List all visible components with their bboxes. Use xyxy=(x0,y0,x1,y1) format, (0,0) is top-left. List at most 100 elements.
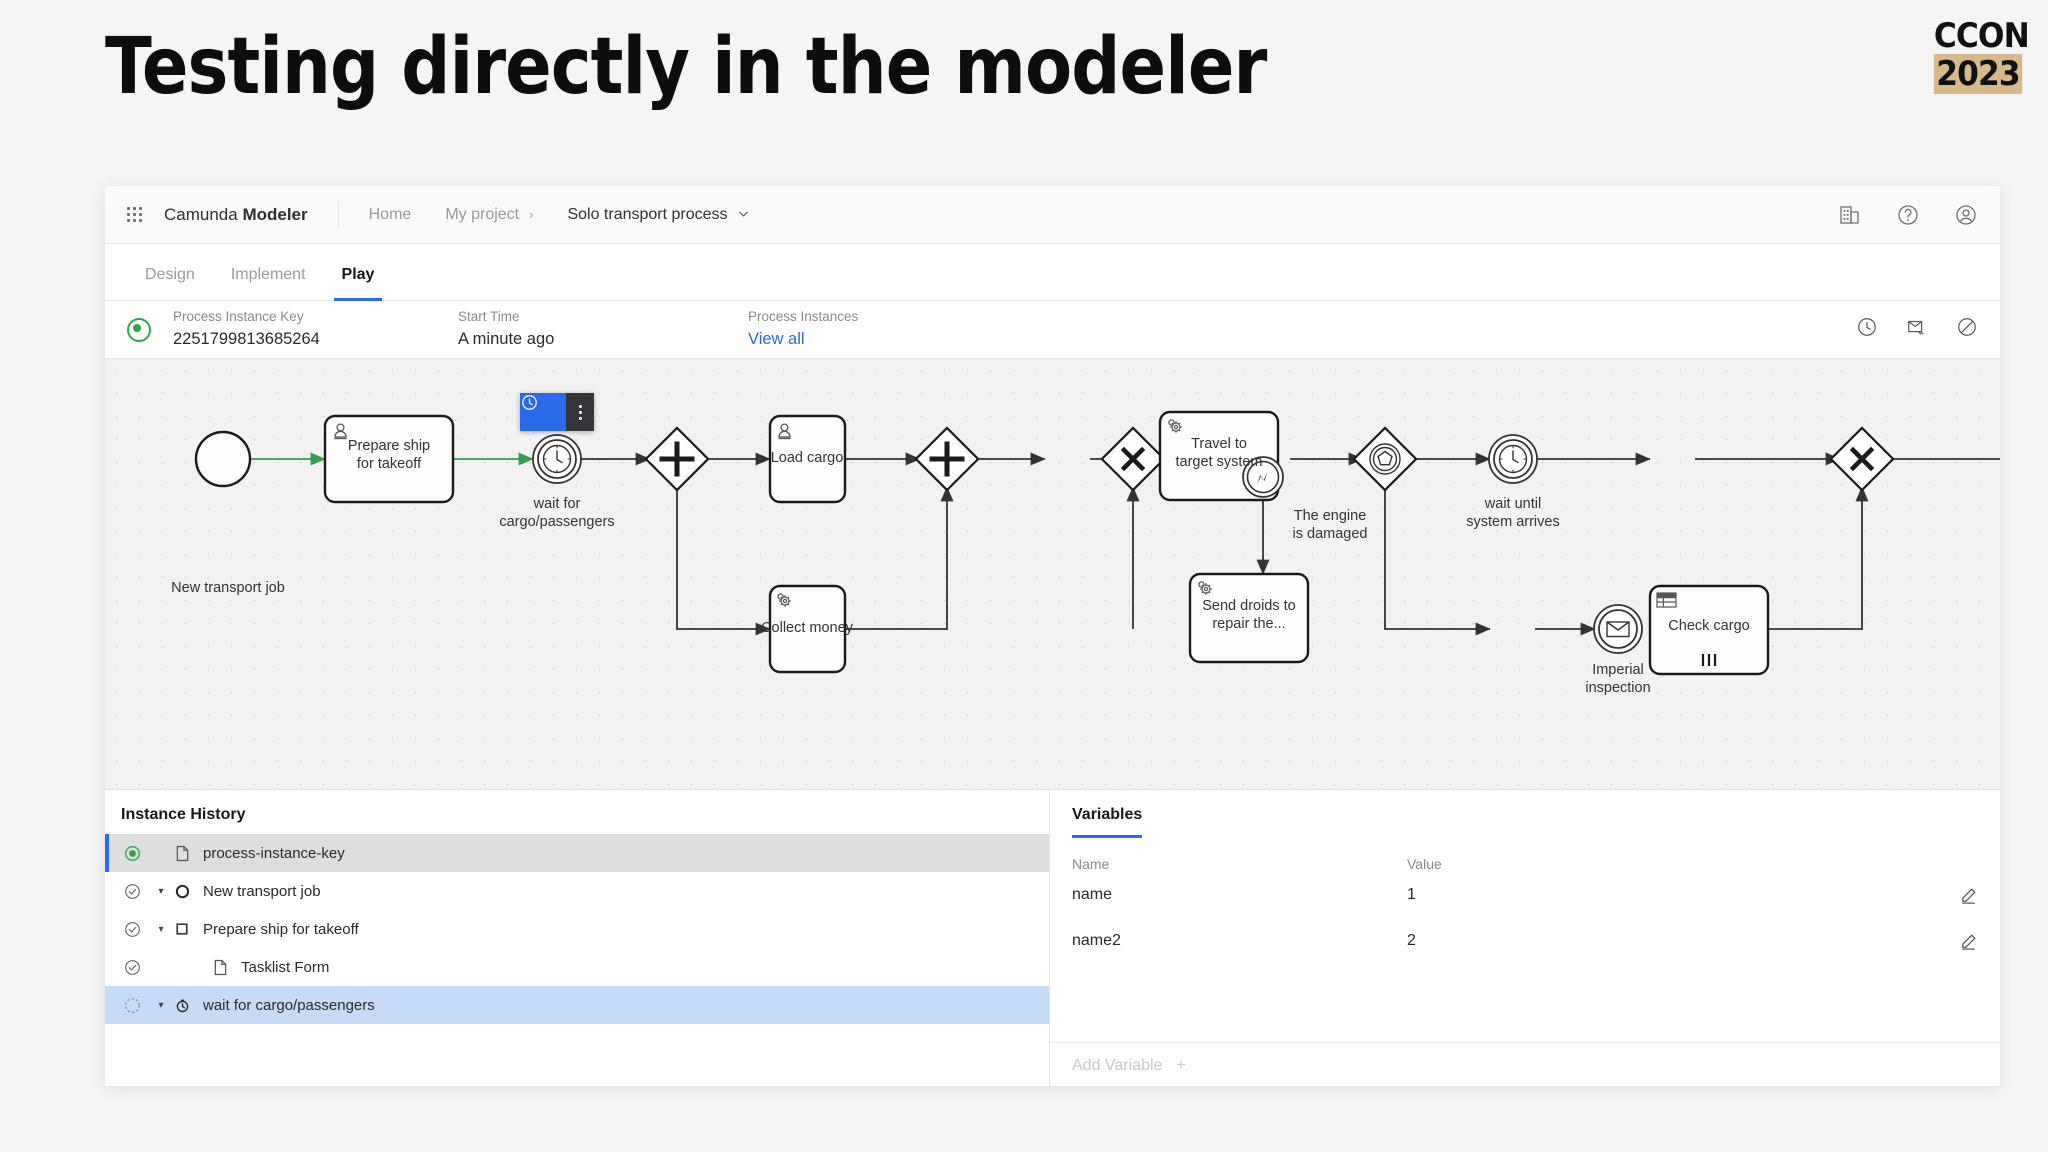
variables-table: Name Value name 1 name2 2 xyxy=(1050,838,2000,964)
caret-down-icon[interactable]: ▾ xyxy=(158,999,164,1011)
start-event-new-transport-job xyxy=(194,430,252,488)
multi-instance-marker xyxy=(1701,654,1717,666)
brand-bold: Modeler xyxy=(242,204,308,224)
history-row-label: Tasklist Form xyxy=(241,958,330,976)
edit-icon[interactable] xyxy=(1938,932,1978,951)
plus-icon: + xyxy=(1176,1056,1186,1074)
start-event-icon xyxy=(171,884,193,899)
status-running-icon xyxy=(121,842,143,864)
account-icon[interactable] xyxy=(1954,203,1978,227)
bpmn-canvas[interactable]: New transport job Prepare ship for takeo… xyxy=(105,359,2000,789)
start-time-field: Start Time A minute ago xyxy=(458,309,748,350)
form-icon xyxy=(209,959,231,976)
message-icon[interactable] xyxy=(1906,316,1928,343)
boundary-error-event xyxy=(1242,456,1284,498)
history-row-wait-cargo[interactable]: ▾ wait for cargo/passengers xyxy=(105,986,1049,1024)
tab-design[interactable]: Design xyxy=(145,266,195,283)
task-send-droids xyxy=(1188,572,1310,664)
caret-down-icon[interactable]: ▾ xyxy=(158,923,164,935)
variable-name: name2 xyxy=(1072,932,1121,949)
parallel-gateway-join xyxy=(914,426,980,492)
camunda-modeler-window: Camunda Modeler Home My project › Solo t… xyxy=(105,186,2000,1086)
element-popup-toolbar[interactable] xyxy=(520,393,594,431)
event-based-gateway xyxy=(1352,426,1418,492)
process-instance-key-value: 2251799813685264 xyxy=(173,330,320,348)
editor-tabs: Design Implement Play xyxy=(105,244,2000,301)
variable-value: 2 xyxy=(1407,932,1416,949)
help-icon[interactable] xyxy=(1896,203,1920,227)
ccon-logo: CCON 2023 xyxy=(1930,16,2030,94)
instance-status-icon xyxy=(127,317,151,342)
history-row-label: Prepare ship for takeoff xyxy=(203,920,359,938)
parallel-gateway-split xyxy=(644,426,710,492)
breadcrumb-project[interactable]: My project › xyxy=(445,206,533,224)
app-topbar: Camunda Modeler Home My project › Solo t… xyxy=(105,186,2000,244)
ccon-logo-year: 2023 xyxy=(1933,54,2023,94)
chevron-right-icon: › xyxy=(529,207,534,222)
task-icon xyxy=(171,922,193,936)
message-event-imperial-inspection xyxy=(1593,604,1643,654)
task-collect-money xyxy=(768,584,847,674)
process-instance-key-field: Process Instance Key 2251799813685264 xyxy=(173,309,458,350)
history-row-prepare-ship[interactable]: ▾ Prepare ship for takeoff xyxy=(105,910,1049,948)
history-row-tasklist-form[interactable]: Tasklist Form xyxy=(105,948,1049,986)
tab-variables[interactable]: Variables xyxy=(1072,806,1143,838)
popup-clock-icon[interactable] xyxy=(520,393,566,431)
ccon-logo-text: CCON xyxy=(1933,16,2030,56)
variable-row[interactable]: name 1 xyxy=(1072,872,1978,918)
timer-event-wait-system xyxy=(1488,434,1538,484)
instance-history-panel: Instance History process-instance-key ▾ xyxy=(105,790,1050,1086)
process-instances-label: Process Instances xyxy=(748,309,859,324)
status-completed-icon xyxy=(121,956,143,978)
topbar-divider xyxy=(337,201,339,228)
bpmn-diagram xyxy=(194,410,2000,676)
apps-grid-icon[interactable] xyxy=(127,207,142,222)
timer-event-wait-cargo xyxy=(532,434,582,484)
column-header-name: Name xyxy=(1072,856,1110,872)
exclusive-gateway-2 xyxy=(1829,426,1895,492)
add-variable-button[interactable]: Add Variable + xyxy=(1050,1042,2000,1086)
history-row-label: process-instance-key xyxy=(203,844,345,862)
start-time-value: A minute ago xyxy=(458,330,555,348)
brand-prefix: Camunda xyxy=(164,204,243,224)
tab-implement[interactable]: Implement xyxy=(230,266,306,283)
history-row-label: New transport job xyxy=(203,882,321,900)
timer-icon[interactable] xyxy=(1856,316,1878,343)
variables-panel: Variables Name Value name 1 name2 2 xyxy=(1050,790,2000,1086)
popup-menu-icon[interactable] xyxy=(566,393,594,431)
instance-actions xyxy=(1856,316,1978,343)
view-all-link[interactable]: View all xyxy=(748,330,805,348)
column-header-value: Value xyxy=(1407,856,1442,872)
document-icon xyxy=(171,845,193,862)
history-row-new-transport-job[interactable]: ▾ New transport job xyxy=(105,872,1049,910)
instance-info-bar: Process Instance Key 2251799813685264 St… xyxy=(105,301,2000,359)
chevron-down-icon xyxy=(737,207,750,223)
brand-label: Camunda Modeler xyxy=(164,205,308,225)
history-row-label: wait for cargo/passengers xyxy=(203,996,375,1014)
history-row-process-instance-key[interactable]: process-instance-key xyxy=(105,834,1049,872)
instance-history-title: Instance History xyxy=(121,806,246,823)
variables-tabs: Variables xyxy=(1050,790,2000,838)
cancel-icon[interactable] xyxy=(1956,316,1978,343)
variable-value: 1 xyxy=(1407,886,1416,903)
start-time-label: Start Time xyxy=(458,309,520,324)
edit-icon[interactable] xyxy=(1938,886,1978,905)
variables-table-header: Name Value xyxy=(1072,838,1978,872)
status-completed-icon xyxy=(121,880,143,902)
breadcrumb-process-label: Solo transport process xyxy=(567,205,728,223)
add-variable-label: Add Variable xyxy=(1072,1056,1163,1074)
organization-icon[interactable] xyxy=(1838,203,1862,227)
caret-down-icon[interactable]: ▾ xyxy=(158,885,164,897)
breadcrumb-home[interactable]: Home xyxy=(368,205,412,223)
process-instances-field: Process Instances View all xyxy=(748,309,1008,350)
variable-row[interactable]: name2 2 xyxy=(1072,918,1978,964)
bottom-panels: Instance History process-instance-key ▾ xyxy=(105,789,2000,1086)
tab-play[interactable]: Play xyxy=(324,266,393,301)
task-check-cargo xyxy=(1648,584,1770,676)
task-prepare-ship xyxy=(323,414,455,504)
process-instance-key-label: Process Instance Key xyxy=(173,309,304,324)
breadcrumb-process[interactable]: Solo transport process xyxy=(567,206,749,224)
timer-icon xyxy=(171,998,193,1013)
variable-name: name xyxy=(1072,886,1113,903)
status-completed-icon xyxy=(121,918,143,940)
